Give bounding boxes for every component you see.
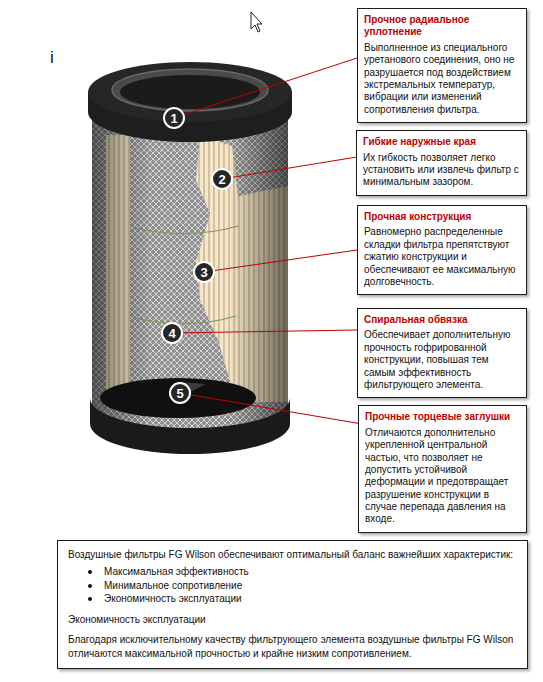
callout-box: Прочные торцевые заглушкиОтличаются допо…	[358, 405, 527, 533]
callout-body: Их гибкость позволяет легко установить и…	[363, 152, 520, 189]
leader-line	[233, 157, 356, 177]
callout-box: Прочная конструкцияРавномерно распределе…	[357, 205, 527, 295]
callout-number-text: 1	[170, 112, 177, 125]
callout-heading: Прочное радиальное уплотнение	[364, 14, 520, 39]
number-circle	[164, 108, 184, 128]
callout-number: 4	[161, 322, 183, 344]
number-circle	[170, 383, 190, 403]
callout-heading: Спиральная обвязка	[364, 314, 520, 326]
panel-text: Экономичность эксплуатации	[68, 613, 517, 627]
panel-text: Благодаря исключительному качеству фильт…	[68, 633, 517, 660]
callout-number-text: 4	[168, 327, 175, 340]
callout-number: 1	[163, 107, 185, 129]
callout-body: Отличаются дополнительно укрепленной цен…	[365, 427, 520, 526]
bullet-dot	[88, 584, 92, 588]
body-shading	[92, 100, 288, 442]
leader-line	[215, 250, 357, 270]
number-circle	[194, 262, 214, 282]
bullet-dot	[88, 570, 92, 574]
panel-text: Воздушные фильтры FG Wilson обеспечивают…	[68, 548, 517, 562]
bullet-item: Максимальная эффективность	[68, 565, 517, 579]
bullet-item: Экономичность эксплуатации	[68, 592, 517, 606]
callout-number-text: 5	[176, 387, 183, 400]
mouse-cursor	[251, 12, 262, 32]
top-opening	[120, 75, 260, 109]
callout-number-text: 2	[218, 173, 225, 186]
callout-box: Гибкие наружные края Их гибкость позволяе…	[356, 130, 527, 196]
number-circle	[162, 323, 182, 343]
callout-heading: Прочная конструкция	[364, 211, 520, 223]
callout-box: Спиральная обвязкаОбеспечивает дополните…	[357, 308, 527, 398]
leader-line	[191, 395, 358, 423]
outer-mesh	[92, 100, 288, 442]
callout-number: 3	[193, 261, 215, 283]
callout-body: Выполненное из специального уретанового …	[364, 42, 520, 116]
number-circle	[212, 169, 232, 189]
callout-heading: Гибкие наружные края	[363, 136, 520, 148]
leader-line	[183, 330, 357, 333]
leader-line	[184, 58, 357, 115]
bottom-cap-inner	[100, 378, 256, 418]
bullet-item: Минимальное сопротивление	[68, 579, 517, 593]
stray-letter: i	[50, 48, 54, 68]
callout-body: Обеспечивает дополнительную прочность го…	[364, 329, 520, 391]
summary-panel: Воздушные фильтры FG Wilson обеспечивают…	[57, 540, 528, 670]
bullet-dot	[88, 597, 92, 601]
callout-body: Равномерно распределенные складки фильтр…	[364, 226, 520, 288]
callout-number: 2	[211, 168, 233, 190]
callout-heading: Прочные торцевые заглушки	[365, 411, 520, 423]
callout-number-text: 3	[200, 266, 207, 279]
top-seal-rim	[112, 69, 268, 111]
callout-box: Прочное радиальное уплотнениеВыполненное…	[357, 8, 527, 123]
callout-number: 5	[169, 382, 191, 404]
